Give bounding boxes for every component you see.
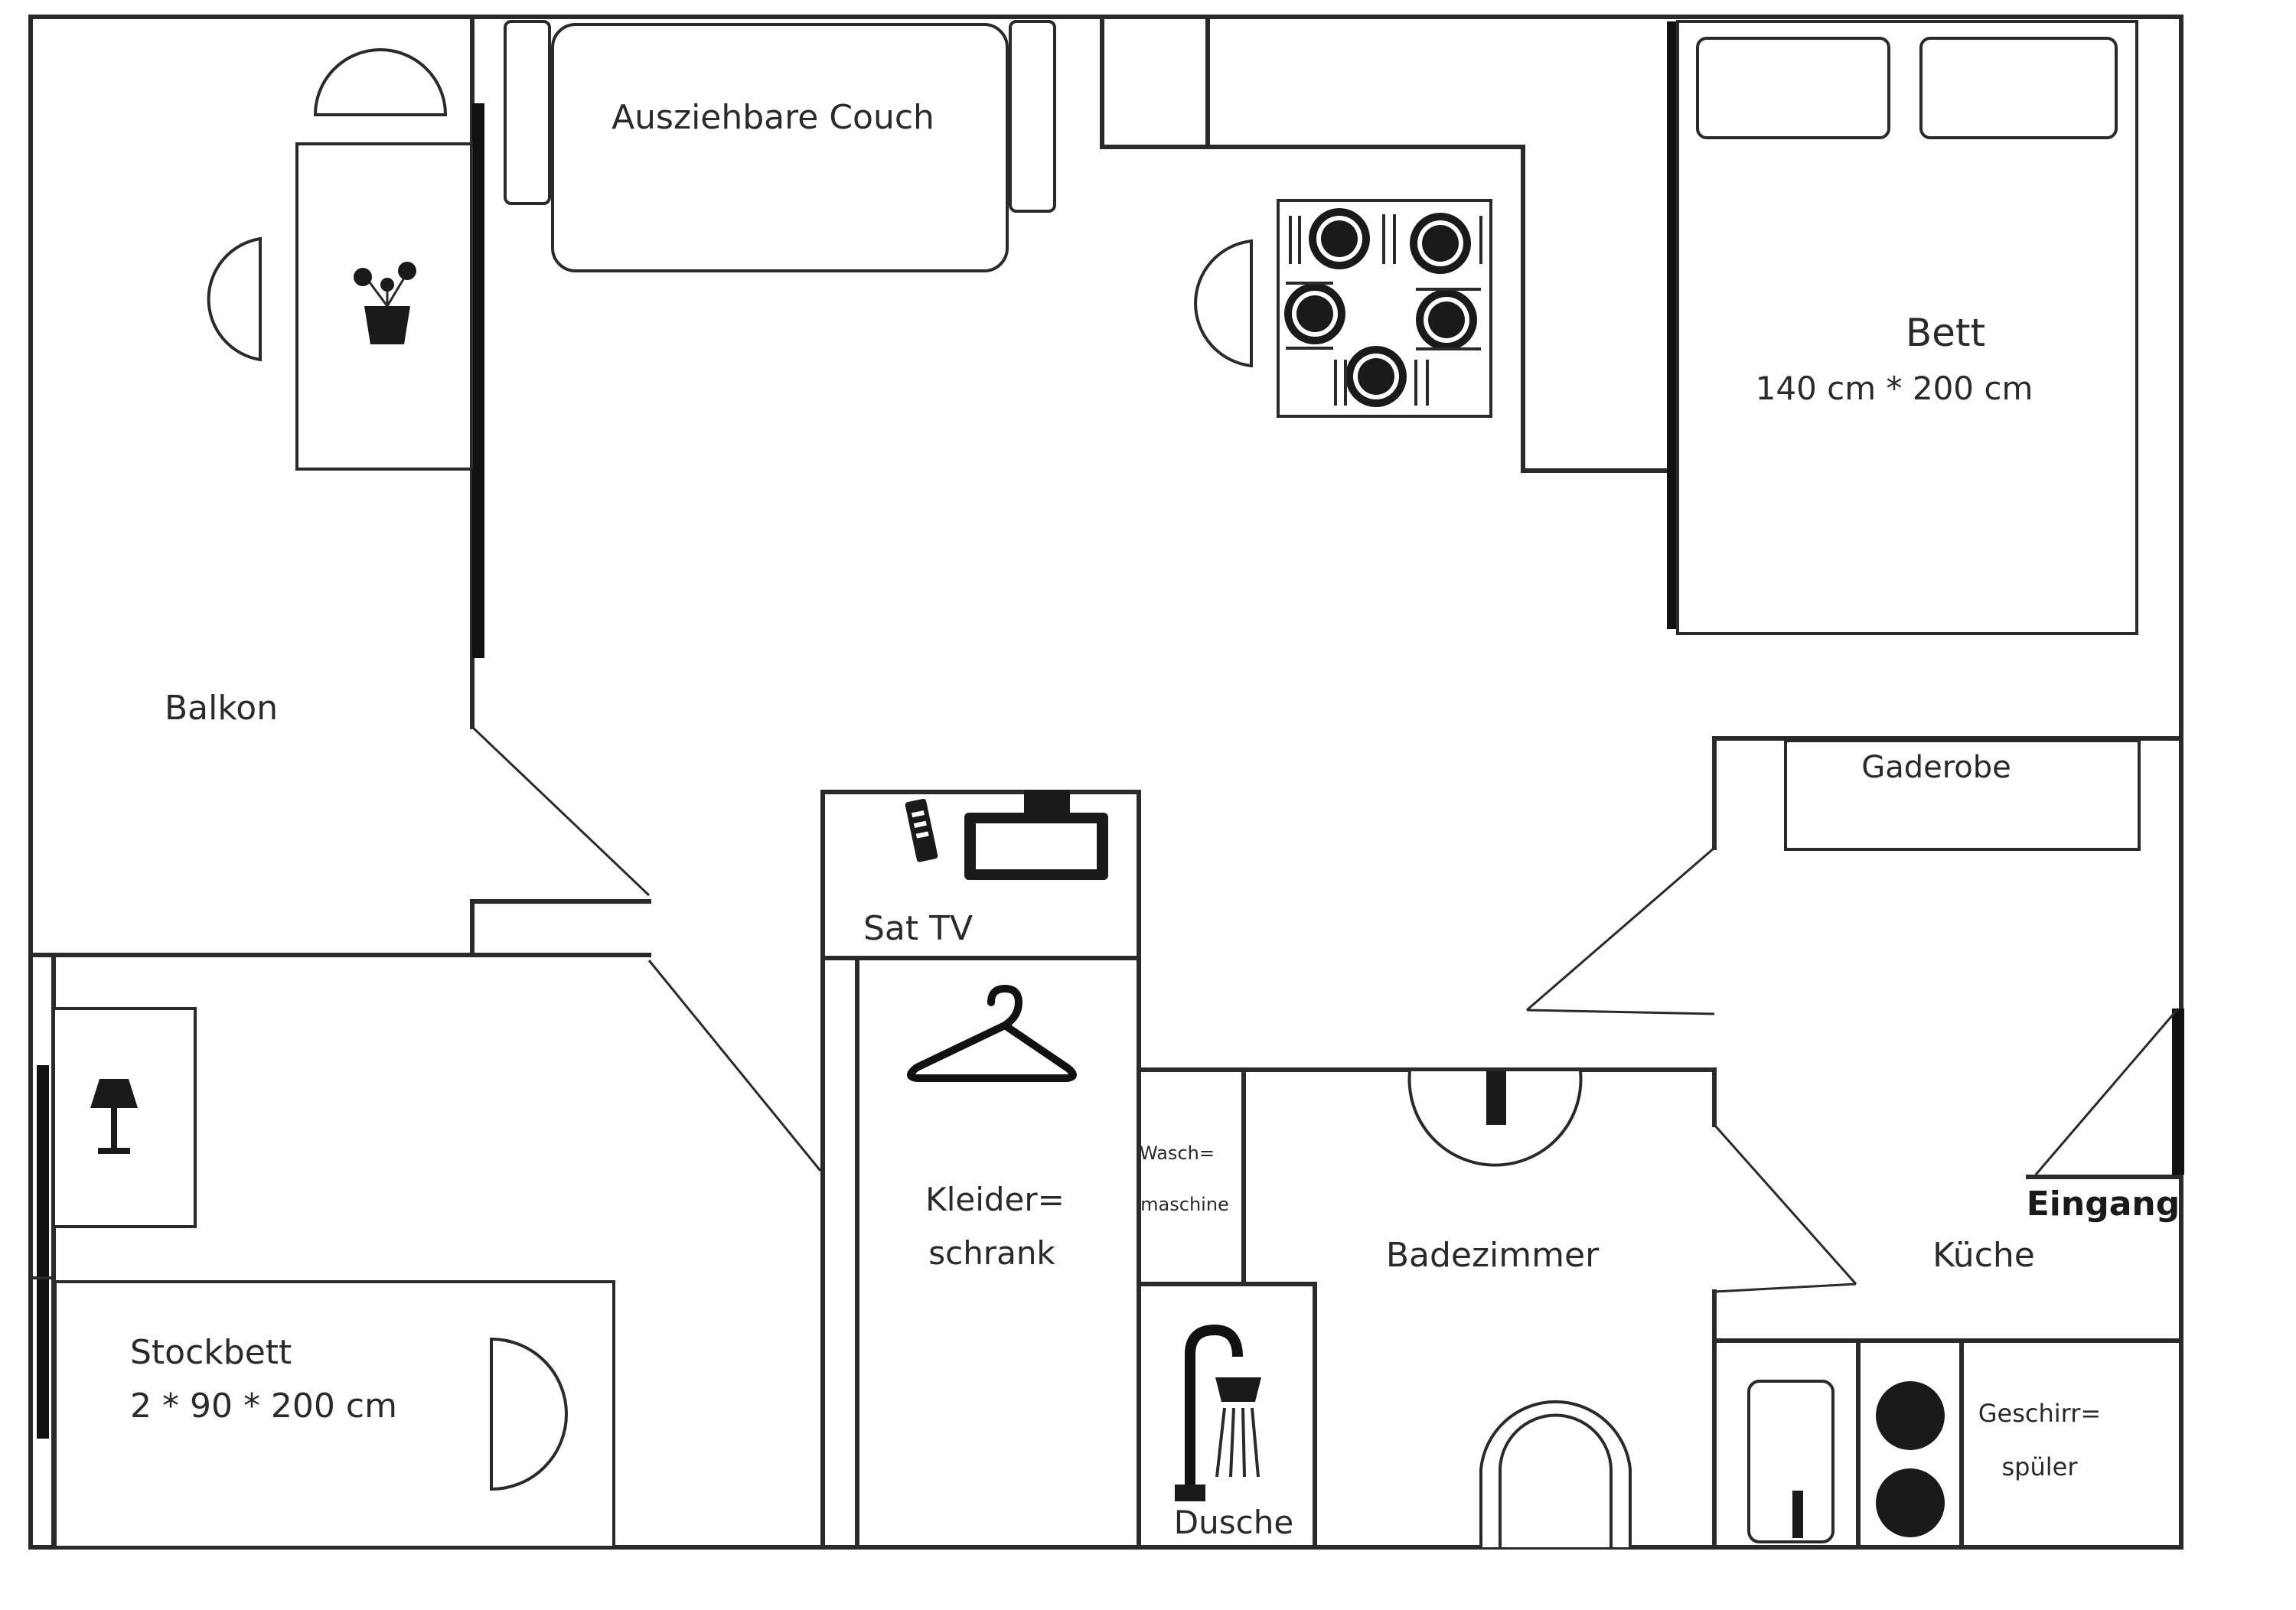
pillow-right	[1919, 37, 2118, 139]
kleiderschrank: Kleider= schrank	[907, 985, 1077, 1272]
table-lamp-icon	[90, 1079, 138, 1154]
label-kleider-2: schrank	[928, 1234, 1055, 1272]
label-bett: Bett	[1906, 311, 1985, 355]
label-sat-tv: Sat TV	[863, 909, 973, 948]
potted-plant-icon	[354, 262, 416, 344]
label-wasch-1: Wasch=	[1140, 1142, 1215, 1164]
label-geschirr-1: Geschirr=	[1978, 1399, 2101, 1428]
kueche: Eingang Küche Geschirr= spüler	[1747, 1185, 2180, 1543]
remote-control-icon	[905, 798, 938, 862]
label-couch: Ausziehbare Couch	[612, 98, 934, 137]
coat-hanger-icon	[907, 985, 1077, 1082]
badezimmer: Badezimmer	[1386, 1071, 1632, 1547]
label-dusche: Dusche	[1174, 1504, 1293, 1541]
waschmaschine: Wasch= maschine	[1140, 1142, 1229, 1215]
door-swings	[471, 725, 2180, 1293]
stove-icon	[1876, 1381, 1945, 1537]
label-bett-size: 140 cm * 200 cm	[1756, 370, 2033, 407]
label-stockbett-size: 2 * 90 * 200 cm	[130, 1387, 397, 1426]
plate-settings	[1284, 208, 1482, 407]
label-wasch-2: maschine	[1140, 1194, 1229, 1215]
television-icon	[964, 790, 1108, 880]
bed: Bett 140 cm * 200 cm	[1676, 20, 2138, 635]
label-kueche: Küche	[1932, 1236, 2035, 1275]
bunk-chair	[490, 1337, 568, 1491]
label-badezimmer: Badezimmer	[1386, 1236, 1600, 1275]
label-gaderobe: Gaderobe	[1861, 750, 2011, 785]
dining-area	[1194, 199, 1492, 418]
gaderobe: Gaderobe	[1784, 739, 2141, 851]
kids-room: Stockbett 2 * 90 * 200 cm	[52, 1007, 615, 1549]
balcony-furniture: Balkon	[165, 48, 473, 728]
pillow-left	[1696, 37, 1890, 139]
sat-tv: Sat TV	[863, 790, 1108, 948]
balcony-chair-top	[313, 48, 448, 116]
label-geschirr-2: spüler	[2002, 1452, 2079, 1481]
balcony-chair-left	[207, 236, 262, 362]
dining-chair	[1194, 239, 1253, 368]
sink-tap	[1486, 1071, 1506, 1125]
sink-icon	[1747, 1380, 1835, 1543]
label-stockbett: Stockbett	[130, 1333, 292, 1372]
dusche: Dusche	[1174, 1324, 1293, 1541]
toilet-icon	[1479, 1400, 1632, 1547]
shower-icon	[1175, 1324, 1261, 1501]
couch: Ausziehbare Couch	[504, 20, 1056, 272]
label-eingang: Eingang	[2027, 1185, 2180, 1224]
label-kleider-1: Kleider=	[925, 1181, 1065, 1218]
label-balkon: Balkon	[165, 689, 278, 728]
nightstand	[52, 1007, 197, 1228]
